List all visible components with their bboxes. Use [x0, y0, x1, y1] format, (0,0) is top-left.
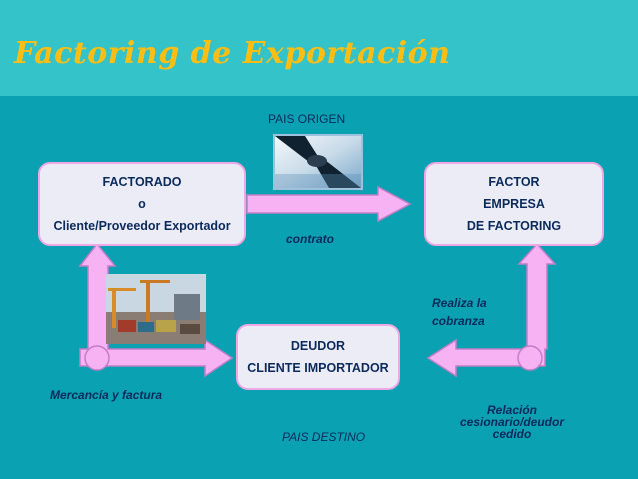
- label-realiza-1: Realiza la: [432, 296, 487, 310]
- label-realiza-2: cobranza: [432, 314, 485, 328]
- port-photo: [106, 274, 206, 344]
- handshake-icon: [275, 136, 361, 188]
- factor-line1: FACTOR: [488, 175, 540, 189]
- port-cranes-icon: [106, 274, 206, 344]
- node-factorado: FACTORADO o Cliente/Proveedor Exportador: [38, 162, 246, 246]
- arrow-contrato: [246, 185, 412, 223]
- handshake-photo: [273, 134, 363, 190]
- factor-line3: DE FACTORING: [466, 219, 562, 233]
- title-band: [0, 0, 638, 96]
- label-pais-destino: PAIS DESTINO: [282, 430, 366, 444]
- arrow-cobranza-joint: [517, 345, 543, 371]
- label-relacion-3: cedido: [492, 427, 532, 441]
- arrow-cobranza: [426, 242, 557, 378]
- deudor-line2: CLIENTE IMPORTADOR: [247, 361, 389, 375]
- slide-title: Factoring de Exportación: [14, 36, 451, 71]
- label-pais-origen: PAIS ORIGEN: [268, 112, 346, 126]
- label-relacion-1: Relación: [486, 403, 537, 417]
- node-deudor: DEUDOR CLIENTE IMPORTADOR: [236, 324, 400, 390]
- label-mercancia: Mercancía y factura: [50, 388, 163, 402]
- factorado-line2: o: [138, 197, 146, 211]
- factorado-line3: Cliente/Proveedor Exportador: [53, 219, 231, 233]
- deudor-line1: DEUDOR: [290, 339, 346, 353]
- label-relacion: Relación cesionario/deudor cedido: [454, 404, 570, 440]
- node-factor: FACTOR EMPRESA DE FACTORING: [424, 162, 604, 246]
- arrow-mercancia-joint: [84, 345, 110, 371]
- factorado-line1: FACTORADO: [102, 175, 182, 189]
- factor-line2: EMPRESA: [483, 197, 545, 211]
- label-relacion-2: cesionario/deudor: [459, 415, 565, 429]
- label-contrato: contrato: [286, 232, 334, 246]
